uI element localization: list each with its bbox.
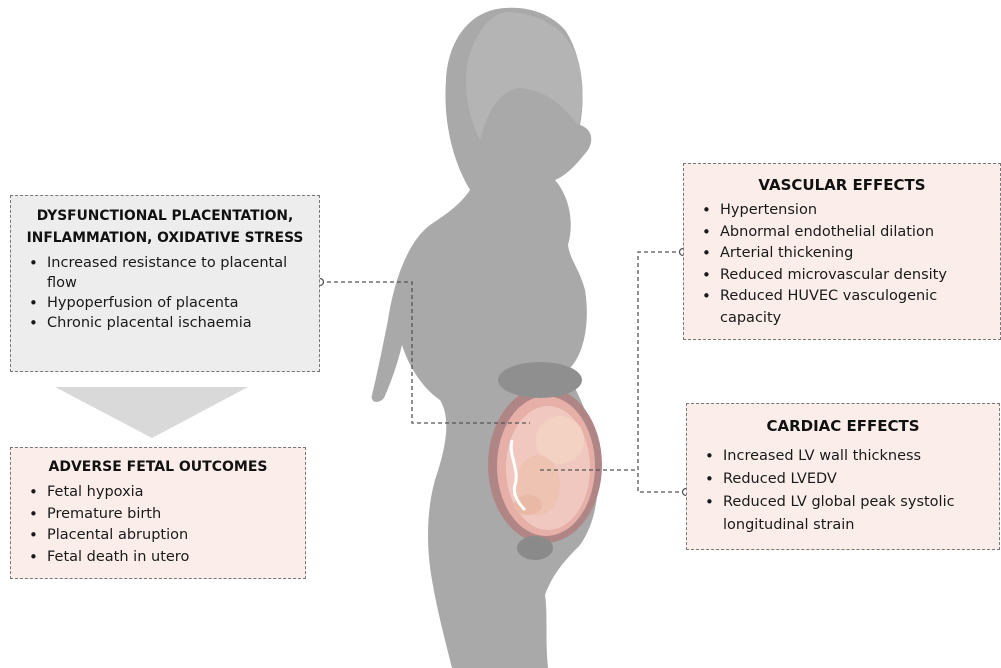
adverse-fetal-outcomes-box: ADVERSE FETAL OUTCOMES Fetal hypoxia Pre… <box>10 447 306 579</box>
list-item: Hypertension <box>698 200 992 222</box>
list-item: Chronic placental ischaemia <box>25 313 309 333</box>
bladder <box>517 536 553 560</box>
intestines <box>498 362 582 398</box>
list-item: Fetal death in utero <box>25 547 295 569</box>
dysfunction-title-line1: DYSFUNCTIONAL PLACENTATION, <box>37 208 293 224</box>
list-item: Reduced LVEDV <box>701 468 991 491</box>
list-item: Arterial thickening <box>698 243 992 265</box>
fetus-leg <box>514 495 542 515</box>
cardiac-effects-box: CARDIAC EFFECTS Increased LV wall thickn… <box>686 403 1000 550</box>
list-item: Increased resistance to placental flow <box>25 253 309 293</box>
dysfunction-title: DYSFUNCTIONAL PLACENTATION, INFLAMMATION… <box>11 196 319 249</box>
vascular-effects-box: VASCULAR EFFECTS Hypertension Abnormal e… <box>683 163 1001 340</box>
list-item: Reduced HUVEC vasculogenic capacity <box>698 286 992 329</box>
list-item: Premature birth <box>25 504 295 526</box>
list-item: Abnormal endothelial dilation <box>698 222 992 244</box>
fetal-list: Fetal hypoxia Premature birth Placental … <box>11 480 305 568</box>
list-item: Reduced microvascular density <box>698 265 992 287</box>
vascular-list: Hypertension Abnormal endothelial dilati… <box>684 198 1000 329</box>
cardiac-list: Increased LV wall thickness Reduced LVED… <box>687 443 999 537</box>
vascular-title: VASCULAR EFFECTS <box>684 164 1000 198</box>
fetal-title: ADVERSE FETAL OUTCOMES <box>11 448 305 480</box>
dysfunction-title-line2: INFLAMMATION, OXIDATIVE STRESS <box>27 230 304 246</box>
dysfunctional-placentation-box: DYSFUNCTIONAL PLACENTATION, INFLAMMATION… <box>10 195 320 372</box>
list-item: Hypoperfusion of placenta <box>25 293 309 313</box>
list-item: Reduced LV global peak systolic longitud… <box>701 491 991 537</box>
cardiac-title: CARDIAC EFFECTS <box>687 404 999 443</box>
list-item: Placental abruption <box>25 525 295 547</box>
list-item: Fetal hypoxia <box>25 482 295 504</box>
dysfunction-list: Increased resistance to placental flow H… <box>11 249 319 333</box>
down-arrow <box>55 387 248 438</box>
list-item: Increased LV wall thickness <box>701 445 991 468</box>
